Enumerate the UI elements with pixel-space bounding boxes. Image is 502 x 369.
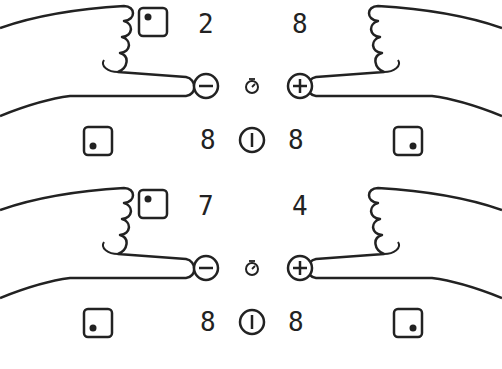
seven-segment-digit: 8 — [292, 11, 308, 37]
seven-segment-digit: 8 — [200, 309, 216, 335]
seven-segment-digit: 4 — [292, 193, 308, 219]
seven-segment-digit: 8 — [288, 309, 304, 335]
seven-segment-digit: 2 — [198, 11, 214, 37]
seven-segment-digit: 8 — [200, 127, 216, 153]
seven-segment-digit: 7 — [198, 193, 214, 219]
seven-segment-digit: 8 — [288, 127, 304, 153]
